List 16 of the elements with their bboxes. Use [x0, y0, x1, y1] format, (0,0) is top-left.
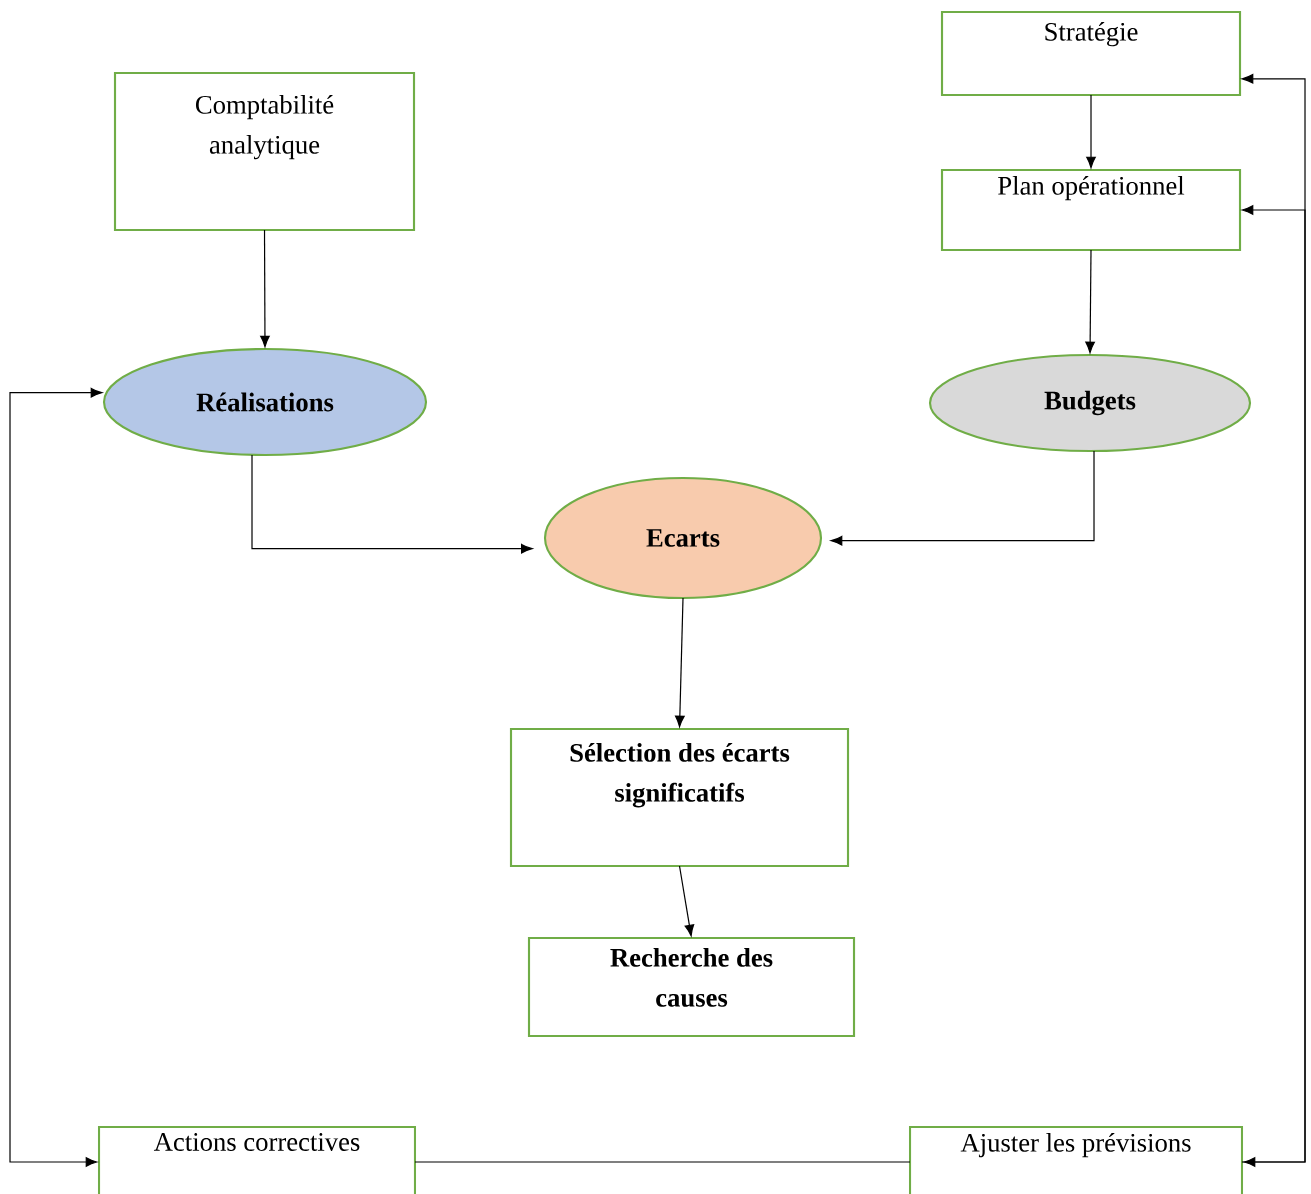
process-box: Actions correctives	[97, 1125, 417, 1194]
arrow	[1085, 249, 1095, 354]
process-box: Sélection des écarts significatifs	[509, 727, 850, 868]
arrow	[251, 454, 533, 554]
process-box: Comptabilité analytique	[113, 71, 416, 232]
arrow	[260, 229, 270, 348]
process-box: Plan opérationnel	[940, 168, 1242, 252]
arrow	[678, 865, 695, 937]
process-box: Ajuster les prévisions	[908, 1125, 1244, 1194]
process-box: Stratégie	[940, 10, 1242, 97]
arrow	[1086, 94, 1096, 169]
arrow	[830, 450, 1095, 546]
process-box: Recherche des causes	[527, 936, 856, 1038]
arrow	[9, 387, 103, 1167]
connector-line	[414, 1161, 911, 1163]
arrow	[675, 597, 685, 728]
